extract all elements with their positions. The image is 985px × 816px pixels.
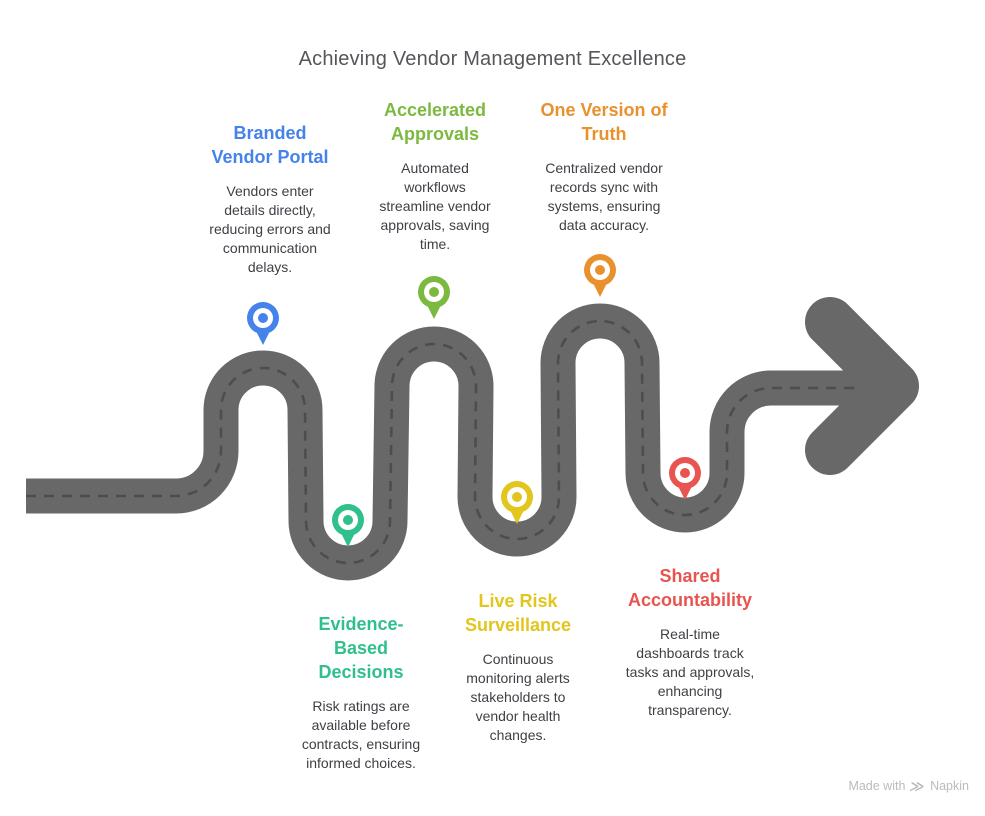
- milestone-description: Continuous monitoring alerts stakeholder…: [466, 651, 570, 743]
- milestone-one-version-of-truth: One Version of Truth Centralized vendor …: [515, 98, 693, 235]
- milestone-title: Shared Accountability: [627, 566, 752, 610]
- pin-dot: [258, 313, 268, 323]
- road-centerline: [26, 319, 862, 565]
- milestone-accelerated-approvals: Accelerated Approvals Automated workflow…: [346, 98, 524, 254]
- pin-evidence-based-decisions: [332, 504, 364, 547]
- milestone-title: Evidence- Based Decisions: [318, 614, 404, 682]
- pin-shared-accountability: [669, 457, 701, 500]
- page-title: Achieving Vendor Management Excellence: [298, 48, 687, 70]
- pin-branded-vendor-portal: [247, 302, 279, 345]
- milestone-live-risk-surveillance: Live Risk Surveillance Continuous monito…: [429, 589, 607, 745]
- milestone-evidence-based-decisions: Evidence- Based Decisions Risk ratings a…: [272, 612, 450, 773]
- napkin-logo-icon: ≫: [908, 778, 927, 794]
- milestone-title: Accelerated Approvals: [383, 100, 487, 144]
- watermark-made-with-text: Made with: [848, 779, 906, 793]
- pin-dot: [429, 287, 439, 297]
- milestone-description: Vendors enter details directly, reducing…: [209, 183, 331, 275]
- milestone-shared-accountability: Shared Accountability Real-time dashboar…: [601, 564, 779, 720]
- pin-accelerated-approvals: [418, 276, 450, 319]
- pin-dot: [343, 515, 353, 525]
- watermark-brand-text: Napkin: [930, 779, 969, 793]
- milestone-title: Branded Vendor Portal: [211, 123, 329, 167]
- milestone-branded-vendor-portal: Branded Vendor Portal Vendors enter deta…: [181, 121, 359, 277]
- pin-dot: [595, 265, 605, 275]
- milestone-description: Automated workflows streamline vendor ap…: [379, 160, 491, 252]
- milestone-description: Risk ratings are available before contra…: [301, 698, 421, 771]
- pin-dot: [512, 492, 522, 502]
- road-path: [26, 303, 897, 581]
- arrowhead-icon: [805, 297, 919, 475]
- pin-live-risk-surveillance: [501, 481, 533, 524]
- milestone-title: One Version of Truth: [540, 100, 668, 144]
- pin-one-version-of-truth: [584, 254, 616, 297]
- milestone-description: Centralized vendor records sync with sys…: [545, 160, 663, 233]
- pin-dot: [680, 468, 690, 478]
- napkin-watermark: Made with ≫ Napkin: [848, 778, 969, 794]
- milestone-title: Live Risk Surveillance: [464, 591, 572, 635]
- milestone-description: Real-time dashboards track tasks and app…: [625, 626, 755, 718]
